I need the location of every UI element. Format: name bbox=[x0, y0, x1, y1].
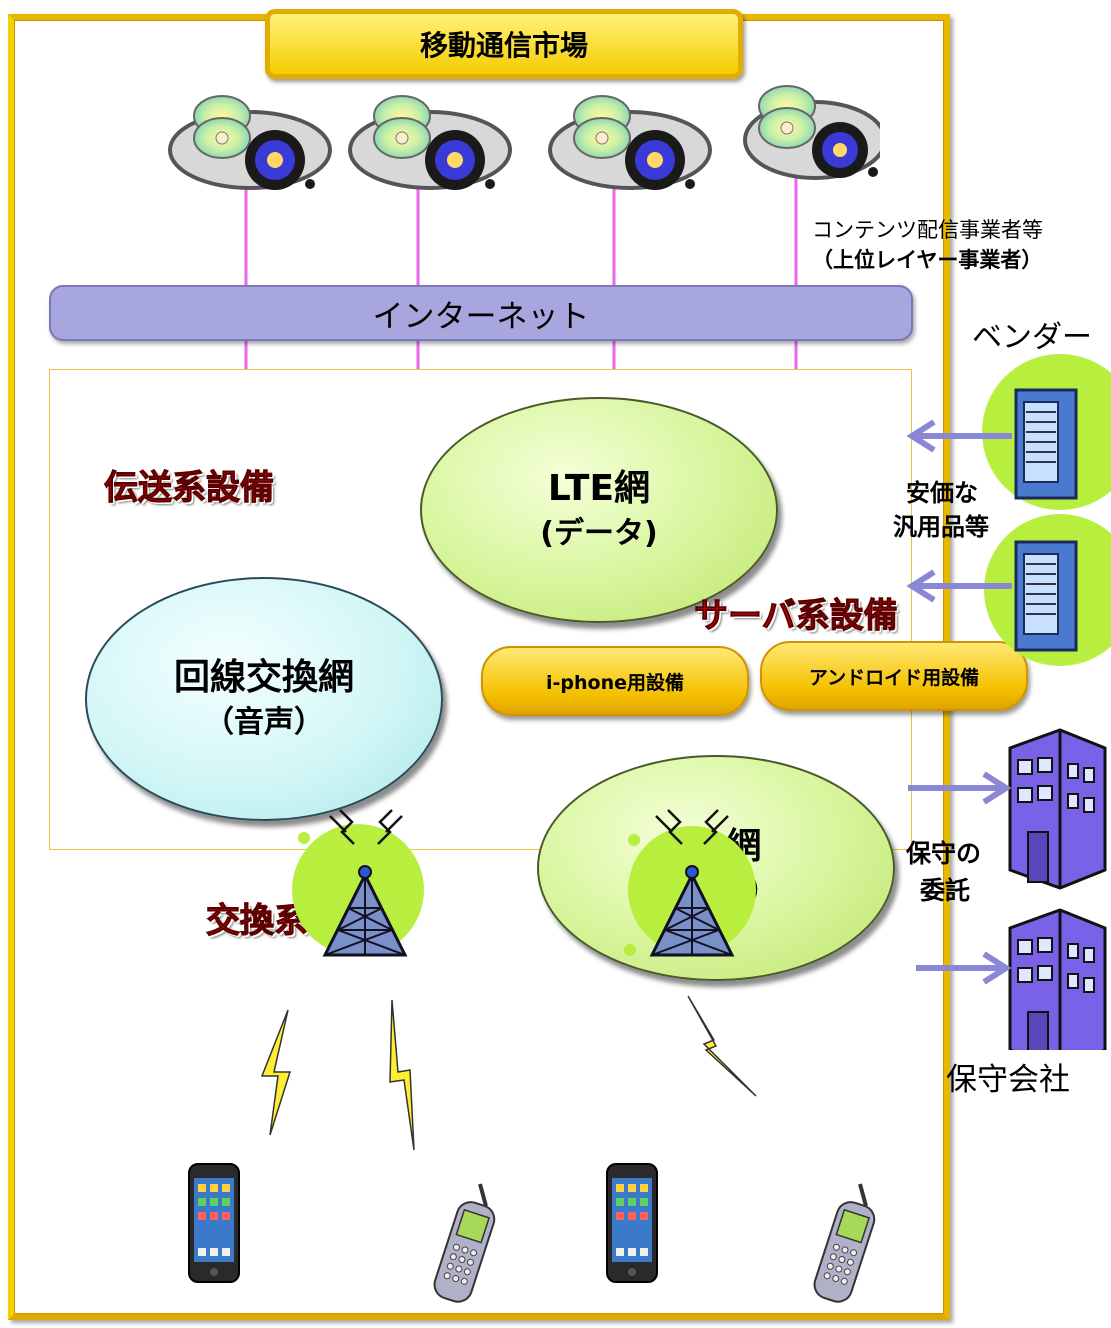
server-icon-1 bbox=[982, 354, 1111, 510]
circuit-network-name: 回線交換網 bbox=[173, 657, 354, 699]
base-station-1 bbox=[292, 809, 424, 957]
media-icon-1 bbox=[168, 95, 332, 190]
iphone-equipment-pill: i-phone用設備 bbox=[481, 646, 749, 716]
content-provider-label-line1: コンテンツ配信事業者等 bbox=[812, 218, 1043, 242]
feature-phone-icon-1 bbox=[433, 1183, 496, 1303]
maintenance-company-label: 保守会社 bbox=[946, 1062, 1070, 1098]
smartphone-icon-2 bbox=[606, 1163, 658, 1283]
lightning-icon-2 bbox=[389, 999, 415, 1151]
smartphone-icon-1 bbox=[188, 1163, 240, 1283]
supply-arrow-2 bbox=[906, 569, 1012, 603]
cheap-goods-line1: 安価な bbox=[906, 479, 978, 507]
circuit-network-sub: （音声） bbox=[204, 704, 324, 740]
internet-bar: インターネット bbox=[49, 285, 913, 341]
lightning-icon-3 bbox=[687, 995, 757, 1097]
media-icon-3 bbox=[548, 95, 712, 190]
feature-phone-icon-2 bbox=[813, 1183, 876, 1303]
maintenance-buildings bbox=[908, 728, 1107, 1050]
building-icon-2 bbox=[1008, 908, 1107, 1050]
media-icon-4 bbox=[743, 85, 880, 180]
market-title: 移動通信市場 bbox=[265, 9, 743, 79]
media-icon-2 bbox=[348, 95, 512, 190]
circuit-switched-network: 回線交換網 （音声） bbox=[85, 577, 443, 821]
lte-network: LTE網 (データ) bbox=[420, 397, 778, 623]
vendor-label: ベンダー bbox=[972, 320, 1092, 355]
lte-network-name: LTE網 bbox=[547, 468, 651, 510]
android-equipment-pill: アンドロイド用設備 bbox=[760, 641, 1028, 711]
building-icon-1 bbox=[1008, 728, 1107, 890]
content-provider-icons bbox=[168, 85, 880, 190]
cheap-goods-line2: 汎用品等 bbox=[893, 513, 989, 541]
outsource-arrow-1 bbox=[908, 771, 1012, 805]
vendor-servers bbox=[906, 354, 1111, 666]
server-equipment-label: サーバ系設備 bbox=[694, 596, 899, 637]
supply-arrow-1 bbox=[906, 419, 1012, 453]
base-station-2 bbox=[624, 809, 756, 957]
maintenance-outsource-line2: 委託 bbox=[920, 876, 971, 905]
content-provider-label-line2: （上位レイヤー事業者） bbox=[812, 248, 1043, 272]
server-icon-2 bbox=[984, 514, 1111, 666]
outsource-arrow-2 bbox=[916, 951, 1012, 985]
maintenance-outsource-line1: 保守の bbox=[906, 839, 982, 868]
lte-network-sub: (データ) bbox=[540, 515, 658, 551]
transmission-equipment-label: 伝送系設備 bbox=[104, 468, 275, 509]
lightning-icon-1 bbox=[260, 1009, 292, 1136]
